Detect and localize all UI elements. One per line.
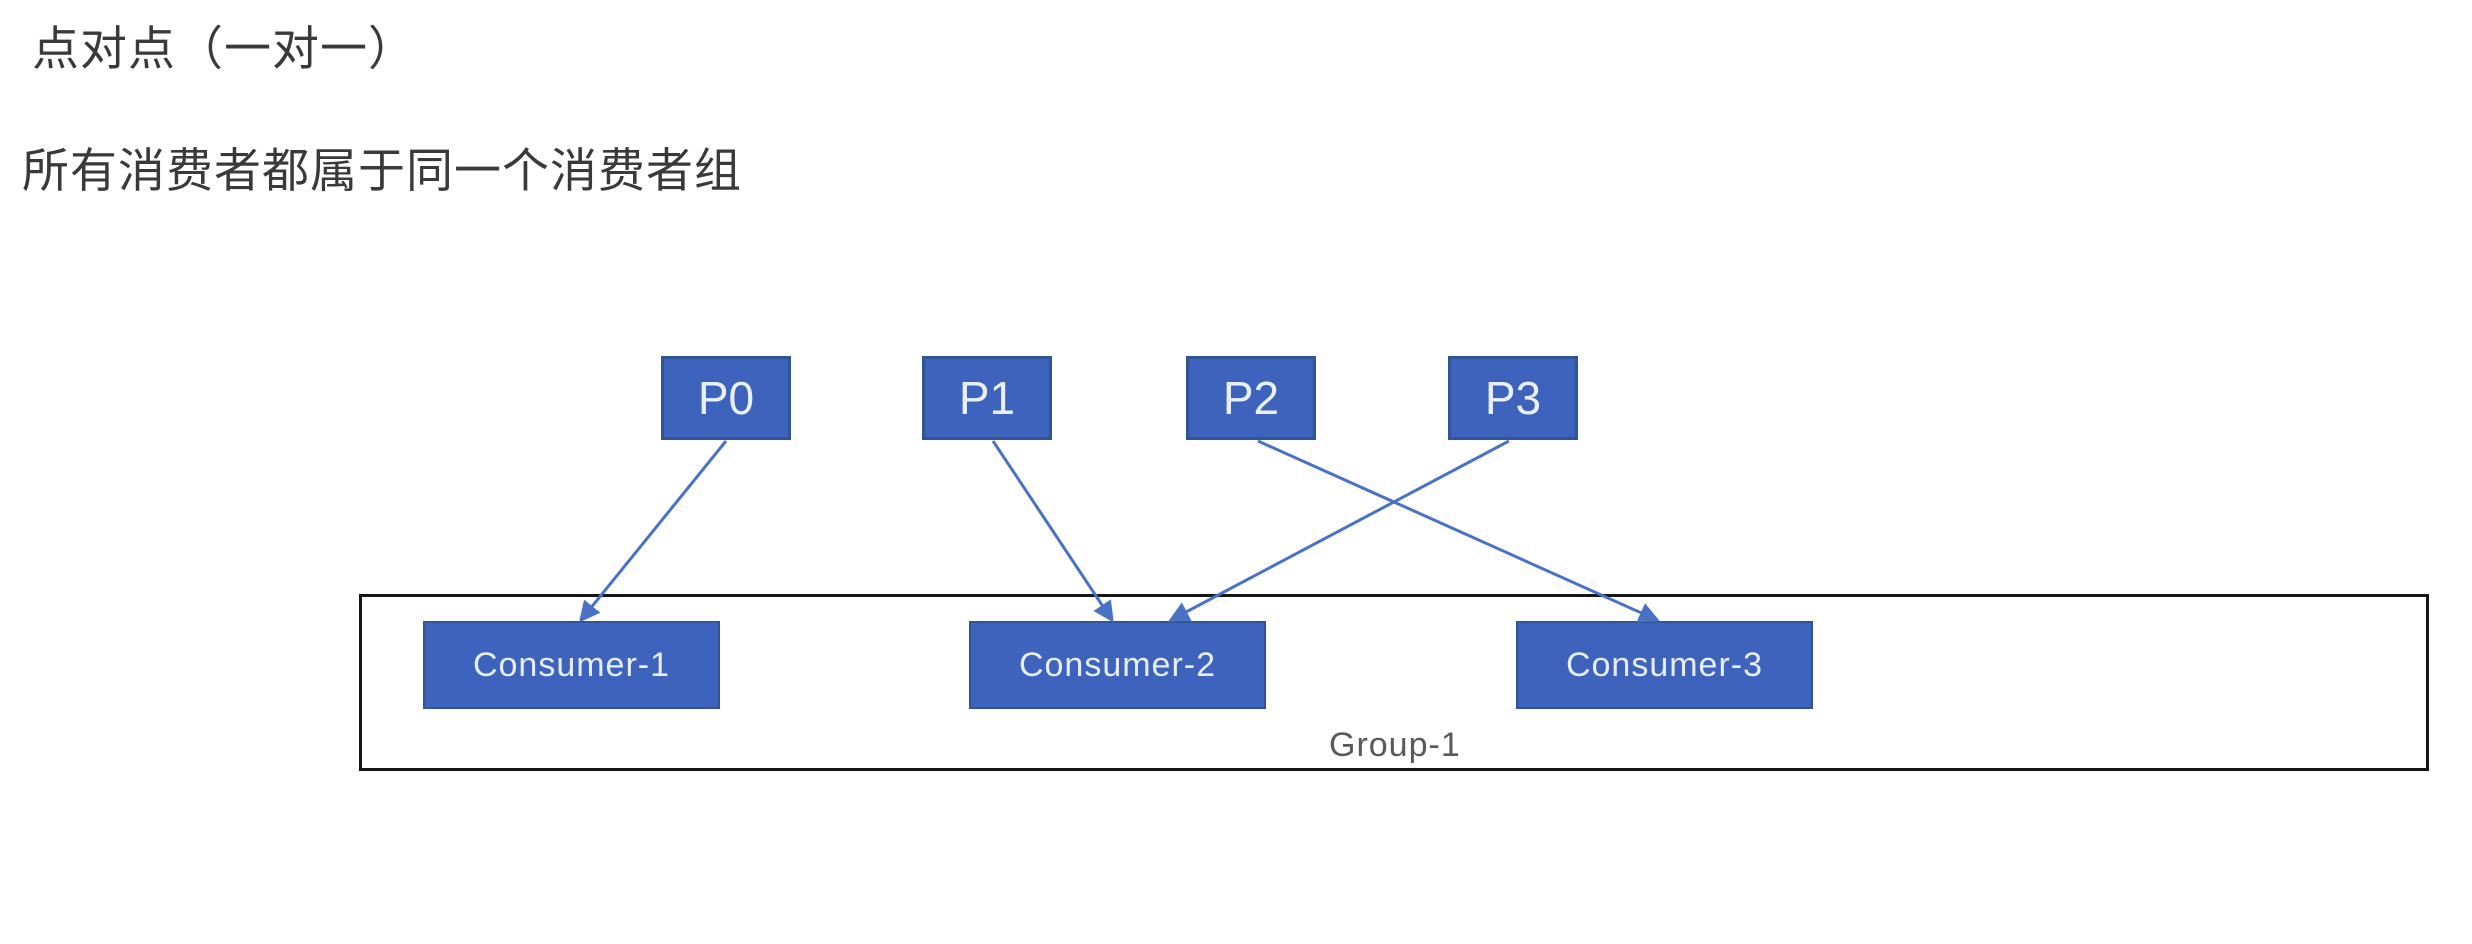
consumer-label: Consumer-2 <box>1018 645 1217 684</box>
partition-box-p2: P2 <box>1186 356 1316 440</box>
consumer-label: Consumer-3 <box>1565 645 1764 684</box>
partition-label: P1 <box>958 372 1016 424</box>
partition-box-p3: P3 <box>1448 356 1578 440</box>
consumer-box-2: Consumer-2 <box>969 621 1266 709</box>
consumer-label: Consumer-1 <box>472 645 671 684</box>
consumer-box-3: Consumer-3 <box>1516 621 1813 709</box>
partition-label: P3 <box>1484 372 1542 424</box>
partition-label: P0 <box>697 372 755 424</box>
page-subtitle: 所有消费者都属于同一个消费者组 <box>22 144 742 197</box>
consumer-box-1: Consumer-1 <box>423 621 720 709</box>
partition-box-p0: P0 <box>661 356 791 440</box>
partition-box-p1: P1 <box>922 356 1052 440</box>
partition-label: P2 <box>1222 372 1280 424</box>
group-label: Group-1 <box>1329 726 1461 764</box>
page-title: 点对点（一对一） <box>32 22 416 75</box>
